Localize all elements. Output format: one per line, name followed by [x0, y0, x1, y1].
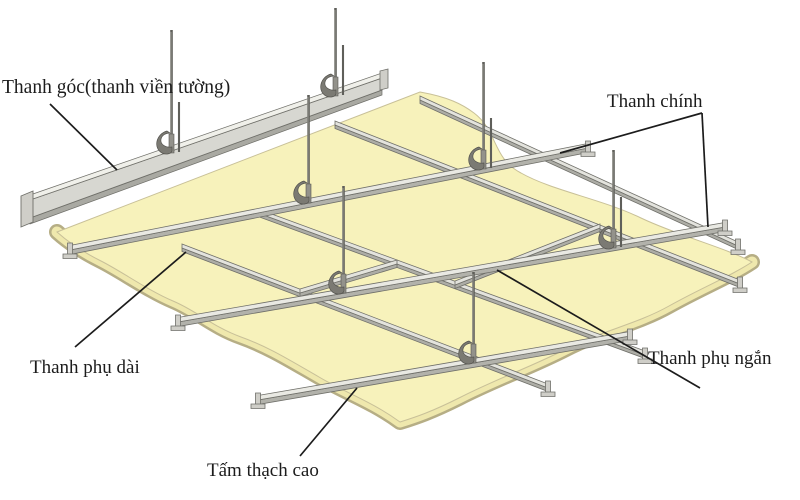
tee-end-cap-flange	[730, 249, 746, 255]
hanger	[468, 62, 493, 171]
hanger	[458, 272, 477, 365]
tee-end-cap-flange	[62, 253, 78, 259]
hanger-bracket	[458, 340, 475, 365]
short-cross-tee	[299, 259, 398, 298]
label-main-runner: Thanh chính	[607, 91, 703, 112]
tee-end-cap-flange	[637, 358, 653, 364]
tee-end-cap	[642, 347, 648, 361]
hanger-bracket	[328, 270, 345, 295]
label-short-cross-tee: Thanh phụ ngắn	[648, 348, 772, 369]
leader-main-runner-a	[559, 112, 703, 154]
tee-end-cap-flange	[580, 151, 596, 157]
hanger-bracket	[293, 180, 310, 205]
tee-end-cap-flange	[250, 403, 266, 409]
leader-short-cross-tee	[496, 269, 701, 389]
hanger	[320, 8, 345, 98]
tee-end-cap	[627, 328, 633, 342]
tee-end-cap	[175, 314, 181, 328]
short-cross-tees	[299, 223, 601, 298]
wall-angle-bar	[20, 68, 389, 228]
wall-angle-end-cap-right	[379, 68, 389, 91]
tee-end-cap	[255, 392, 261, 406]
labels: Thanh góc(thanh viền tường) Thanh chính …	[2, 77, 772, 481]
tee-end-cap-flange	[732, 287, 748, 293]
long-cross-tee	[181, 243, 556, 397]
tee-end-cap	[545, 380, 551, 394]
long-cross-tees	[181, 95, 748, 397]
hanger-bracket	[598, 225, 615, 250]
short-cross-tee-top	[299, 259, 398, 294]
tee-end-cap	[67, 242, 73, 256]
main-runner	[170, 219, 733, 331]
main-runner	[62, 140, 596, 259]
tee-end-cap-flange	[170, 325, 186, 331]
tee-end-cap-flange	[540, 391, 556, 397]
long-cross-tee	[419, 95, 746, 255]
main-runners	[62, 140, 733, 409]
tee-end-cap-flange	[717, 230, 733, 236]
hanger	[293, 95, 312, 205]
leader-corner-bar	[49, 103, 118, 171]
tee-end-cap	[722, 219, 728, 233]
hanger-bracket	[468, 146, 485, 171]
wall-angle-end-cap	[20, 190, 34, 228]
label-corner-bar: Thanh góc(thanh viền tường)	[2, 77, 230, 98]
leader-lines	[49, 103, 709, 457]
hanger-bracket	[156, 130, 173, 155]
tee-end-cap	[737, 276, 743, 290]
hanger	[156, 30, 181, 155]
leader-main-runner-b	[701, 112, 709, 228]
hanger-bracket	[320, 73, 337, 98]
board-top-face	[56, 91, 753, 423]
main-runner	[250, 328, 638, 409]
leader-long-cross-tee	[74, 251, 187, 348]
hangers	[156, 8, 623, 365]
leader-gypsum-board	[299, 387, 358, 457]
tee-end-cap	[585, 140, 591, 154]
label-gypsum-board: Tấm thạch cao	[207, 460, 319, 481]
tee-end-cap	[735, 238, 741, 252]
hanger	[598, 150, 623, 250]
label-long-cross-tee: Thanh phụ dài	[30, 357, 140, 378]
gypsum-board	[56, 91, 753, 423]
hanger	[328, 186, 347, 295]
long-cross-tee	[257, 208, 653, 364]
